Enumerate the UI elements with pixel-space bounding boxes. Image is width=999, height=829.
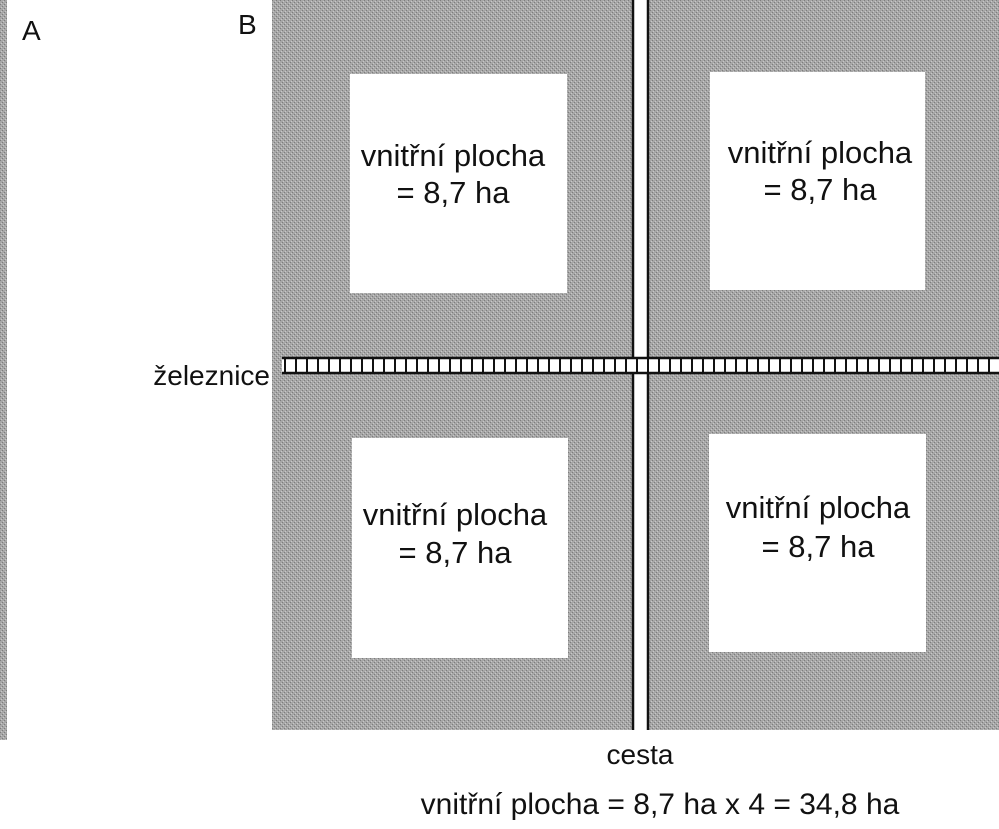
inner-plot-label: vnitřní plocha bbox=[728, 135, 913, 170]
inner-plot-top-left: vnitřní plocha = 8,7 ha bbox=[350, 74, 567, 293]
panel-a-edge-strip bbox=[0, 0, 7, 740]
inner-plot-area-value: = 8,7 ha bbox=[762, 529, 876, 564]
inner-plot-label: vnitřní plocha bbox=[363, 497, 548, 532]
inner-plot-bottom-left: vnitřní plocha = 8,7 ha bbox=[352, 438, 568, 658]
total-area-formula: vnitřní plocha = 8,7 ha x 4 = 34,8 ha bbox=[421, 788, 900, 821]
interior-area bbox=[710, 72, 925, 290]
inner-plot-bottom-right: vnitřní plocha = 8,7 ha bbox=[709, 434, 926, 652]
inner-plot-area-value: = 8,7 ha bbox=[397, 175, 511, 210]
inner-plot-top-right: vnitřní plocha = 8,7 ha bbox=[710, 72, 925, 290]
inner-plot-label: vnitřní plocha bbox=[726, 490, 911, 525]
panel-a-label: A bbox=[22, 15, 41, 46]
railway-ties bbox=[284, 358, 990, 373]
panel-b-label: B bbox=[238, 9, 257, 40]
railway-label: železnice bbox=[153, 360, 270, 391]
interior-area bbox=[709, 434, 926, 652]
interior-area bbox=[350, 74, 567, 293]
inner-plot-area-value: = 8,7 ha bbox=[399, 535, 513, 570]
inner-plot-area-value: = 8,7 ha bbox=[764, 172, 878, 207]
railway bbox=[282, 356, 999, 375]
road-label: cesta bbox=[607, 739, 674, 770]
inner-plot-label: vnitřní plocha bbox=[361, 138, 546, 173]
interior-area bbox=[352, 438, 568, 658]
